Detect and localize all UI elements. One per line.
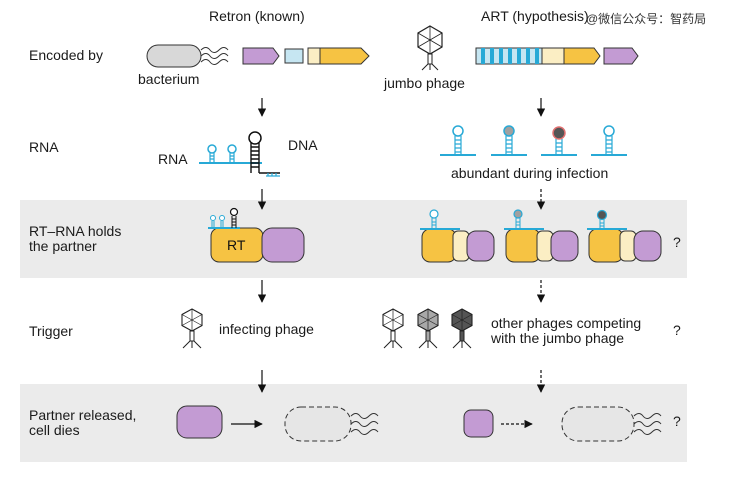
label-bacterium: bacterium: [138, 71, 200, 87]
other-phage-icon-grey: [417, 308, 439, 349]
question-mark-rt-rna: ?: [673, 234, 681, 250]
retron-rna-structure: [199, 131, 280, 177]
bacterium-cell: [146, 44, 229, 68]
row-label-rt-rna: RT–RNA holds the partner: [29, 223, 122, 254]
retron-rt-complex: [208, 207, 305, 263]
art-rna-structures: [440, 125, 627, 156]
infecting-phage-icon: [181, 308, 203, 349]
question-mark-partner: ?: [673, 413, 681, 429]
art-operon: [475, 47, 639, 65]
row-label-encoded-by: Encoded by: [29, 47, 103, 63]
watermark: @微信公众号：智药局: [586, 12, 707, 26]
art-partner-released: [463, 409, 494, 438]
rt-label: RT: [227, 237, 246, 253]
dead-cell-retron: [284, 406, 379, 442]
label-infecting-phage: infecting phage: [219, 321, 314, 337]
label-abundant: abundant during infection: [451, 165, 609, 181]
label-dna: DNA: [288, 137, 318, 153]
row-label-trigger: Trigger: [29, 323, 73, 339]
art-rt-complexes: [420, 209, 662, 263]
other-phage-icon-dark: [451, 308, 473, 349]
retron-operon: [242, 47, 370, 65]
dead-cell-art: [561, 406, 662, 442]
other-phage-icon-white: [382, 308, 404, 349]
jumbo-phage-icon: [417, 25, 443, 71]
question-mark-trigger: ?: [673, 322, 681, 338]
row-label-rna: RNA: [29, 139, 59, 155]
label-jumbo-phage: jumbo phage: [384, 75, 465, 91]
row-label-partner-released: Partner released, cell dies: [29, 407, 137, 438]
label-other-phages: other phages competing with the jumbo ph…: [491, 315, 642, 346]
column-header-art: ART (hypothesis): [481, 8, 589, 24]
column-header-retron: Retron (known): [209, 8, 305, 24]
retron-partner-released: [176, 405, 223, 439]
label-rna: RNA: [158, 151, 188, 167]
